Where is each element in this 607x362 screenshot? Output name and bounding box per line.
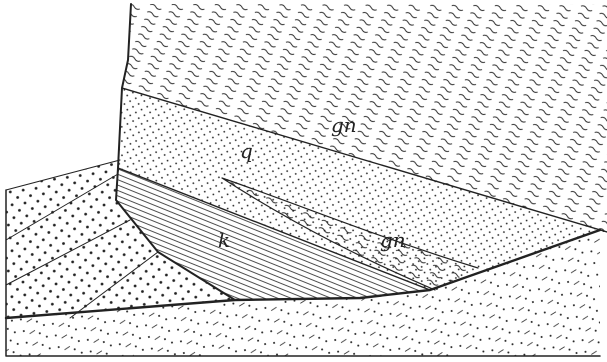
label-quartzite: q — [240, 139, 253, 163]
label-upper-gneiss: gn — [331, 113, 357, 137]
label-k: k — [218, 228, 230, 252]
label-lower-gneiss: gn — [380, 228, 406, 252]
